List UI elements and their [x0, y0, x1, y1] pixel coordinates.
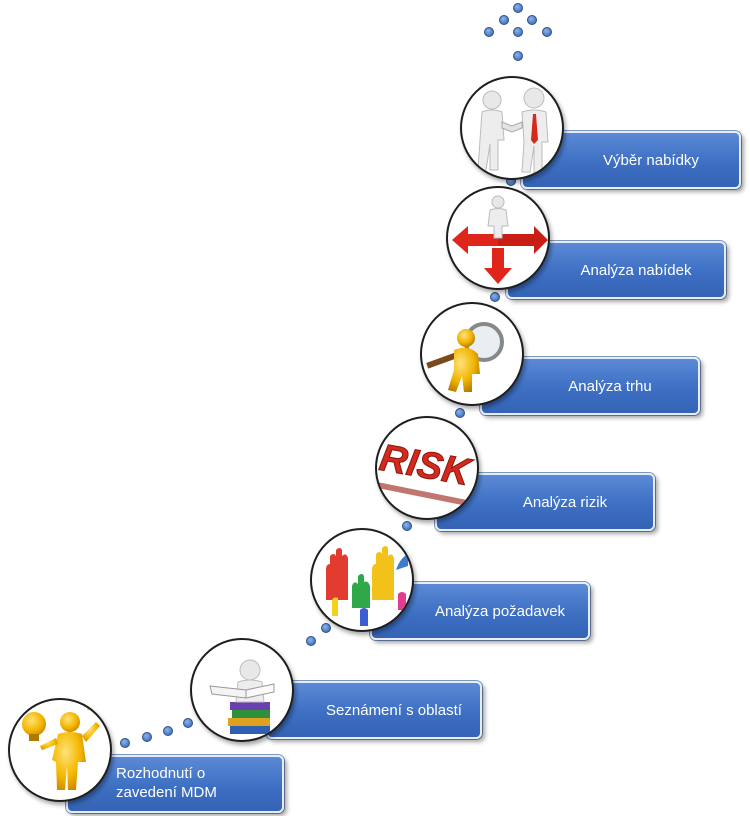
step-box-rozhodnuti: Rozhodnutí o zavedení MDM: [66, 755, 284, 813]
connector-dot: [120, 738, 130, 748]
raised-hands-icon: [326, 546, 408, 626]
step-circle: [460, 76, 564, 180]
step-circle: [190, 638, 294, 742]
continuation-dot: [527, 15, 537, 25]
continuation-dot: [542, 27, 552, 37]
step-circle: RISK: [375, 416, 479, 520]
connector-dot: [402, 521, 412, 531]
connector-dot: [455, 408, 465, 418]
connector-dot: [306, 636, 316, 646]
continuation-dot: [484, 27, 494, 37]
connector-dot: [321, 623, 331, 633]
continuation-dot: [513, 51, 523, 61]
step-circle: [446, 186, 550, 290]
step-circle: [8, 698, 112, 802]
step-circle: [310, 528, 414, 632]
continuation-dot: [513, 3, 523, 13]
continuation-dot: [499, 15, 509, 25]
lightbulb-figure-icon: [22, 704, 106, 790]
continuation-dot: [513, 27, 523, 37]
connector-dot: [163, 726, 173, 736]
figure-magnifier-icon: [426, 322, 504, 392]
connector-dot: [142, 732, 152, 742]
handshake-figures-icon: [477, 87, 549, 173]
step-circle: [420, 302, 524, 406]
risk-text-icon: RISK: [377, 437, 477, 508]
connector-dot: [183, 718, 193, 728]
figure-crossroads-arrows-icon: [452, 195, 548, 284]
connector-dot: [490, 292, 500, 302]
step-box-seznameni: Seznámení s oblastí: [266, 681, 482, 739]
figure-reading-books-icon: [209, 659, 275, 734]
